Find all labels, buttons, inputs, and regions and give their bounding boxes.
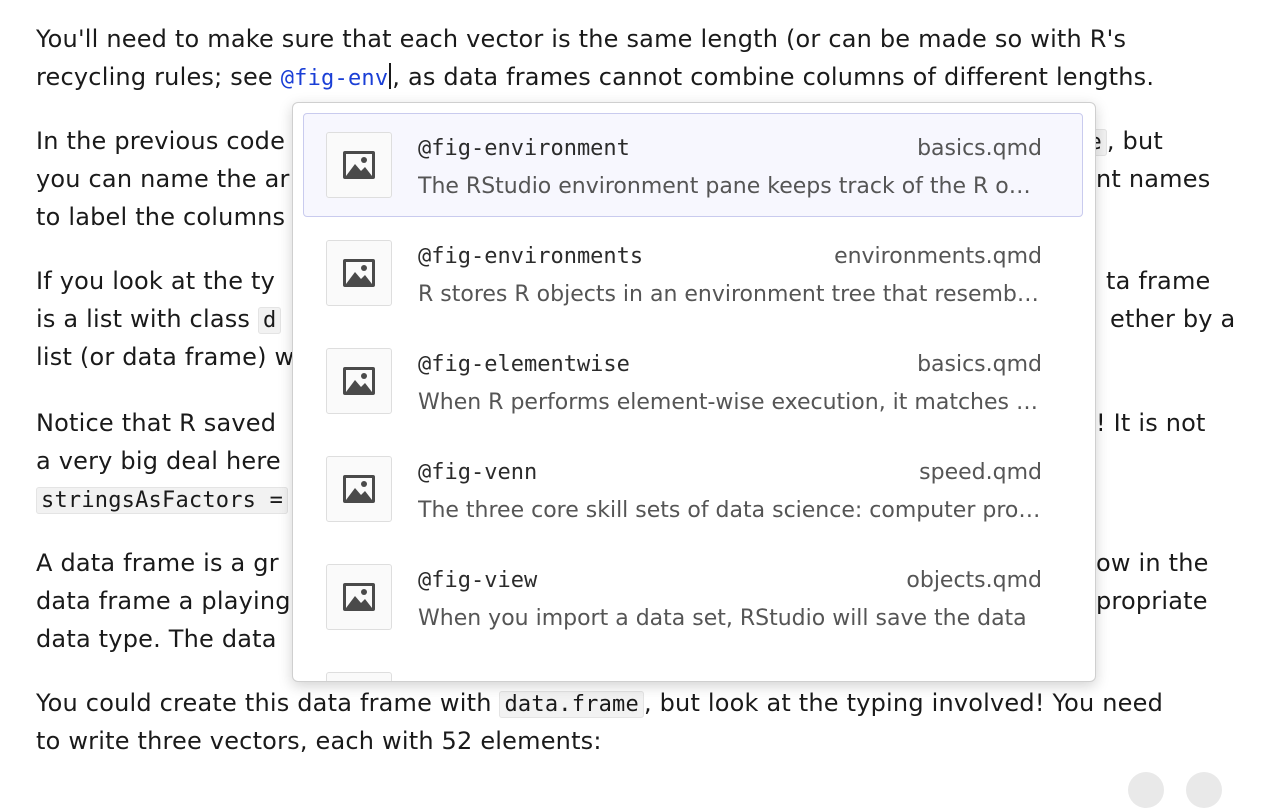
item-file: objects.qmd (906, 568, 1042, 593)
inline-code: data.frame (499, 691, 644, 718)
p6-l1-pre: You could create this data frame with (36, 689, 500, 717)
image-icon (326, 564, 392, 630)
image-icon (343, 475, 375, 503)
paragraph-5: A data frame is a gr ow in the data frame… (36, 544, 1236, 658)
p4-l1-right: ! It is not (1096, 409, 1206, 437)
item-description: The RStudio environment pane keeps track… (418, 174, 1044, 199)
item-file: speed.qmd (919, 460, 1042, 485)
image-icon (326, 348, 392, 414)
image-icon (343, 259, 375, 287)
p1-l2-post: , as data frames cannot combine columns … (392, 63, 1155, 91)
paragraph-2-line-2: you can name the ar nt names (36, 160, 1236, 198)
paragraph-2-line-1: In the previous codeue, but (36, 122, 1236, 160)
paragraph-5-line-3: data type. The data (36, 625, 277, 653)
item-file: basics.qmd (917, 136, 1042, 161)
p5-l1-left: A data frame is a gr (36, 549, 279, 577)
paragraph-1-line-2: recycling rules; see @fig-env, as data f… (36, 58, 1154, 96)
p3-l2-right: ether by a (1110, 305, 1236, 333)
paragraph-4: Notice that R saved ! It is not a very bi… (36, 404, 1236, 518)
image-icon (343, 583, 375, 611)
paragraph-6-line-2: to write three vectors, each with 52 ele… (36, 727, 602, 755)
item-file: basics.qmd (917, 352, 1042, 377)
floating-button[interactable] (1186, 772, 1222, 808)
paragraph-1-line-1: You'll need to make sure that each vecto… (36, 25, 1127, 53)
autocomplete-item[interactable]: @fig-environments environments.qmd R store… (303, 221, 1083, 325)
image-icon (326, 240, 392, 306)
p1-l2-pre: recycling rules; see (36, 63, 281, 91)
p5-l2-left: data frame a playing (36, 587, 291, 615)
paragraph-3: If you look at the ty ta frame is a list … (36, 262, 1236, 376)
image-icon (343, 367, 375, 395)
paragraph-6: You could create this data frame with da… (36, 684, 1163, 760)
p6-l1-post: , but look at the typing involved! You n… (643, 689, 1164, 717)
text-caret (389, 63, 392, 89)
paragraph-6-line-1: You could create this data frame with da… (36, 684, 1163, 722)
p5-l2-right: propriate (1096, 587, 1208, 615)
p2-l1-right: , but (1106, 127, 1164, 155)
item-description: R stores R objects in an environment tre… (418, 282, 1044, 307)
paragraph-2-line-3: to label the columns (36, 203, 286, 231)
paragraph-5-line-2: data frame a playing propriate (36, 582, 1236, 620)
inline-code: d (257, 307, 282, 334)
item-description: When you import a data set, RStudio will… (418, 606, 1027, 631)
p3-l1-right: ta frame (1106, 267, 1211, 295)
paragraph-2: In the previous codeue, but you can name… (36, 122, 1236, 236)
item-label: @fig-elementwise (418, 352, 630, 377)
p3-l1-left: If you look at the ty (36, 267, 276, 295)
cross-reference-being-typed[interactable]: @fig-env (280, 66, 389, 91)
inline-code: stringsAsFactors = (36, 487, 289, 514)
image-icon (326, 132, 392, 198)
paragraph-3-line-3: list (or data frame) w (36, 343, 295, 371)
paragraph-1: You'll need to make sure that each vecto… (36, 20, 1154, 96)
item-label: @fig-environment (418, 136, 630, 161)
paragraph-4-line-3: stringsAsFactors = (36, 480, 1236, 518)
paragraph-3-line-2: is a list with class d ether by a (36, 300, 1236, 338)
paragraph-5-line-1: A data frame is a gr ow in the (36, 544, 1236, 582)
paragraph-4-line-1: Notice that R saved ! It is not (36, 404, 1236, 442)
p4-l1-left: Notice that R saved (36, 409, 277, 437)
paragraph-4-line-2: a very big deal here (36, 447, 281, 475)
image-icon (326, 672, 392, 681)
image-icon (326, 456, 392, 522)
p2-l1-left: In the previous code (36, 127, 286, 155)
floating-button[interactable] (1128, 772, 1164, 808)
image-icon (343, 151, 375, 179)
item-label: @fig-venn (418, 460, 538, 485)
p3-l2-left: is a list with class (36, 305, 258, 333)
item-label: @fig-environments (418, 244, 644, 269)
item-description: The three core skill sets of data scienc… (418, 498, 1044, 523)
p2-l2-left: you can name the ar (36, 165, 290, 193)
p2-l2-right: nt names (1096, 165, 1211, 193)
paragraph-3-line-1: If you look at the ty ta frame (36, 262, 1236, 300)
item-label: @fig-view (418, 568, 538, 593)
item-file: environments.qmd (834, 244, 1042, 269)
p5-l1-right: ow in the (1096, 549, 1209, 577)
autocomplete-item-partial[interactable] (303, 653, 1083, 681)
item-description: When R performs element-wise execution, … (418, 390, 1044, 415)
